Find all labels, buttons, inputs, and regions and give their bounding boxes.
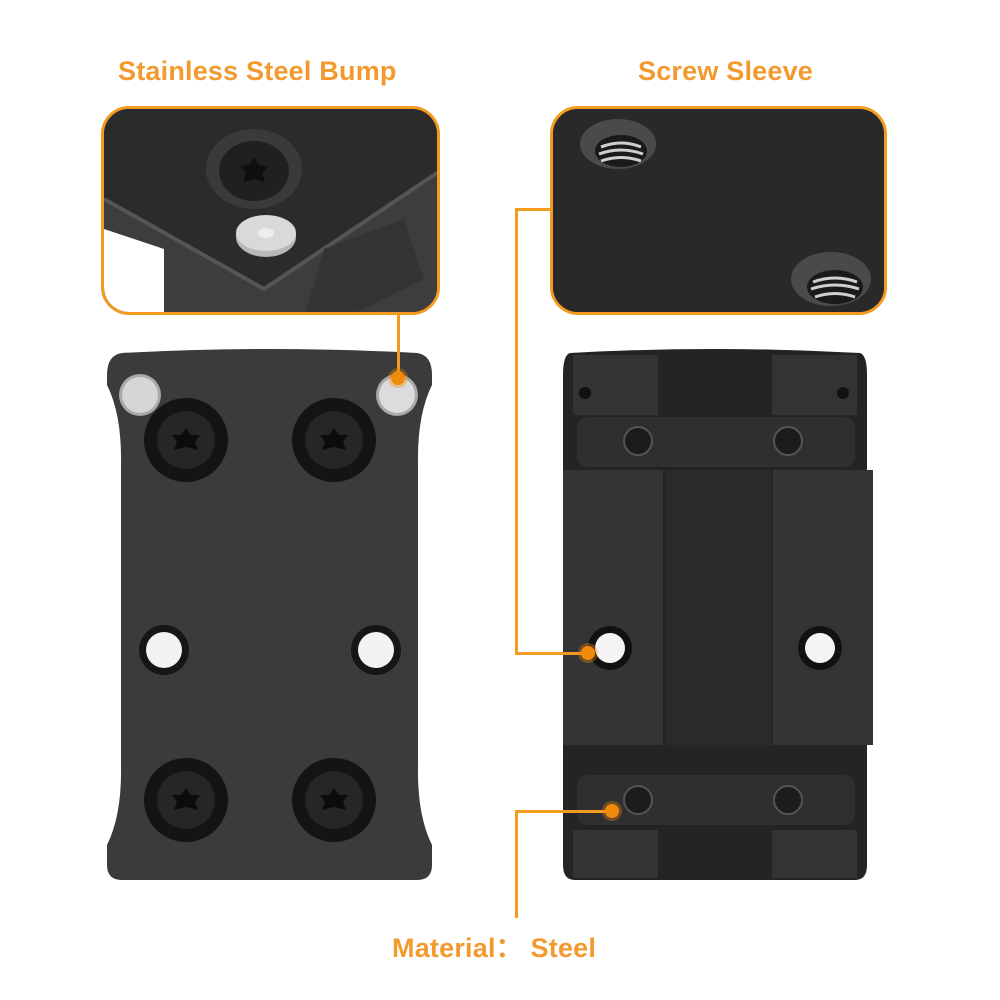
mount-plate-top-view xyxy=(102,345,437,885)
leader-line-material-v xyxy=(515,810,518,918)
bump-closeup-image xyxy=(104,109,437,312)
leader-line-sleeve-h2 xyxy=(515,652,587,655)
through-hole-right xyxy=(351,625,401,675)
material-marker-dot xyxy=(605,804,619,818)
through-hole-left xyxy=(139,625,189,675)
threaded-sleeve-left xyxy=(588,626,632,670)
mount-plate-bottom-image xyxy=(563,349,873,880)
screw-sleeve-closeup xyxy=(550,106,887,315)
screw-sleeve-closeup-image xyxy=(553,109,884,312)
stainless-bump-left xyxy=(119,374,161,416)
threaded-sleeve-right xyxy=(798,626,842,670)
screw-sleeve-title: Screw Sleeve xyxy=(638,56,814,86)
stainless-steel-bump-closeup xyxy=(101,106,440,315)
stainless-steel-bump-title: Stainless Steel Bump xyxy=(118,56,397,86)
threaded-sleeve-bottom xyxy=(791,252,871,306)
mount-plate-top-image xyxy=(107,349,432,880)
bump-marker-dot xyxy=(391,371,405,385)
leader-line-material-h xyxy=(515,810,611,813)
threaded-sleeve-top xyxy=(580,119,656,169)
material-label: Material： Steel xyxy=(392,933,597,963)
stainless-bump-right xyxy=(376,374,418,416)
cross-bar-top xyxy=(577,417,855,467)
sleeve-marker-dot xyxy=(581,646,595,660)
leader-line-bump xyxy=(397,315,400,377)
cross-bar-bottom xyxy=(577,775,855,825)
mount-plate-bottom-view xyxy=(555,345,875,885)
leader-line-sleeve-v xyxy=(515,208,518,654)
leader-line-sleeve-h1 xyxy=(515,208,551,211)
